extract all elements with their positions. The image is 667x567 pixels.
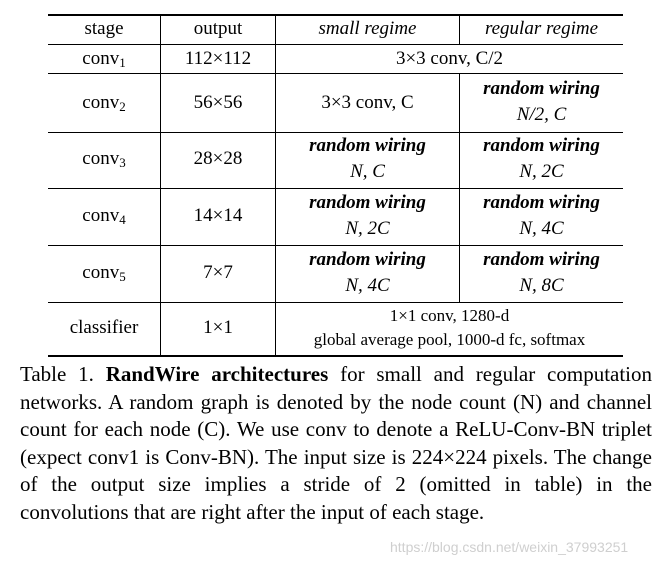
stage-cell: conv1 — [48, 46, 160, 72]
stage-subscript: 1 — [119, 55, 126, 70]
header-small-regime: small regime — [318, 18, 417, 39]
small-regime-sub: N, C — [350, 161, 385, 182]
caption-label: Table 1. — [20, 362, 94, 386]
stage-name: conv — [82, 92, 120, 113]
stage-cell: classifier — [69, 317, 139, 338]
stage-subscript: 2 — [119, 99, 126, 114]
stage-cell: conv5 — [48, 260, 160, 286]
column-divider — [160, 16, 161, 355]
stage-subscript: 5 — [119, 269, 126, 284]
stage-subscript: 3 — [119, 155, 126, 170]
regular-regime-title: random wiring — [483, 78, 600, 99]
stage-name: conv — [82, 205, 120, 226]
span-cell-line2: global average pool, 1000-d fc, softmax — [313, 330, 586, 349]
stage-name: conv — [82, 262, 120, 283]
column-divider — [459, 16, 460, 44]
output-cell: 28×28 — [193, 148, 243, 169]
caption-bold-title: RandWire architectures — [105, 362, 329, 386]
column-divider — [459, 74, 460, 302]
small-regime-sub: N, 4C — [345, 275, 390, 296]
stage-cell: conv3 — [48, 146, 160, 172]
regular-regime-sub: N, 4C — [519, 218, 564, 239]
row-rule — [48, 132, 623, 133]
bottom-rule — [48, 355, 623, 357]
stage-subscript: 4 — [119, 212, 126, 227]
header-regular-regime: regular regime — [484, 18, 599, 39]
regular-regime-title: random wiring — [483, 135, 600, 156]
output-cell: 112×112 — [184, 48, 252, 69]
header-rule — [48, 44, 623, 45]
stage-name: conv — [82, 148, 120, 169]
small-regime-cell: 3×3 conv, C — [321, 92, 414, 113]
small-regime-title: random wiring — [309, 192, 426, 213]
regular-regime-sub: N, 2C — [519, 161, 564, 182]
output-cell: 7×7 — [203, 262, 233, 283]
top-rule — [48, 14, 623, 16]
regular-regime-sub: N, 8C — [519, 275, 564, 296]
watermark: https://blog.csdn.net/weixin_37993251 — [390, 539, 629, 555]
span-cell-line1: 1×1 conv, 1280-d — [389, 306, 510, 325]
row-rule — [48, 188, 623, 189]
output-cell: 14×14 — [193, 205, 243, 226]
header-stage: stage — [84, 18, 124, 39]
row-rule — [48, 245, 623, 246]
header-output: output — [193, 18, 243, 39]
output-cell: 1×1 — [203, 317, 233, 338]
row-rule — [48, 302, 623, 303]
output-cell: 56×56 — [193, 92, 243, 113]
small-regime-sub: N, 2C — [345, 218, 390, 239]
small-regime-title: random wiring — [309, 249, 426, 270]
span-cell: 3×3 conv, C/2 — [395, 48, 504, 69]
regular-regime-title: random wiring — [483, 249, 600, 270]
small-regime-title: random wiring — [309, 135, 426, 156]
stage-cell: conv2 — [48, 90, 160, 116]
table-caption: Table 1. RandWire architectures for smal… — [20, 361, 652, 526]
regular-regime-sub: N/2, C — [516, 104, 567, 125]
stage-cell: conv4 — [48, 203, 160, 229]
regular-regime-title: random wiring — [483, 192, 600, 213]
row-rule — [48, 73, 623, 74]
caption-body: for small and regular computation networ… — [20, 362, 653, 524]
stage-name: conv — [82, 48, 120, 69]
column-divider — [275, 16, 276, 355]
